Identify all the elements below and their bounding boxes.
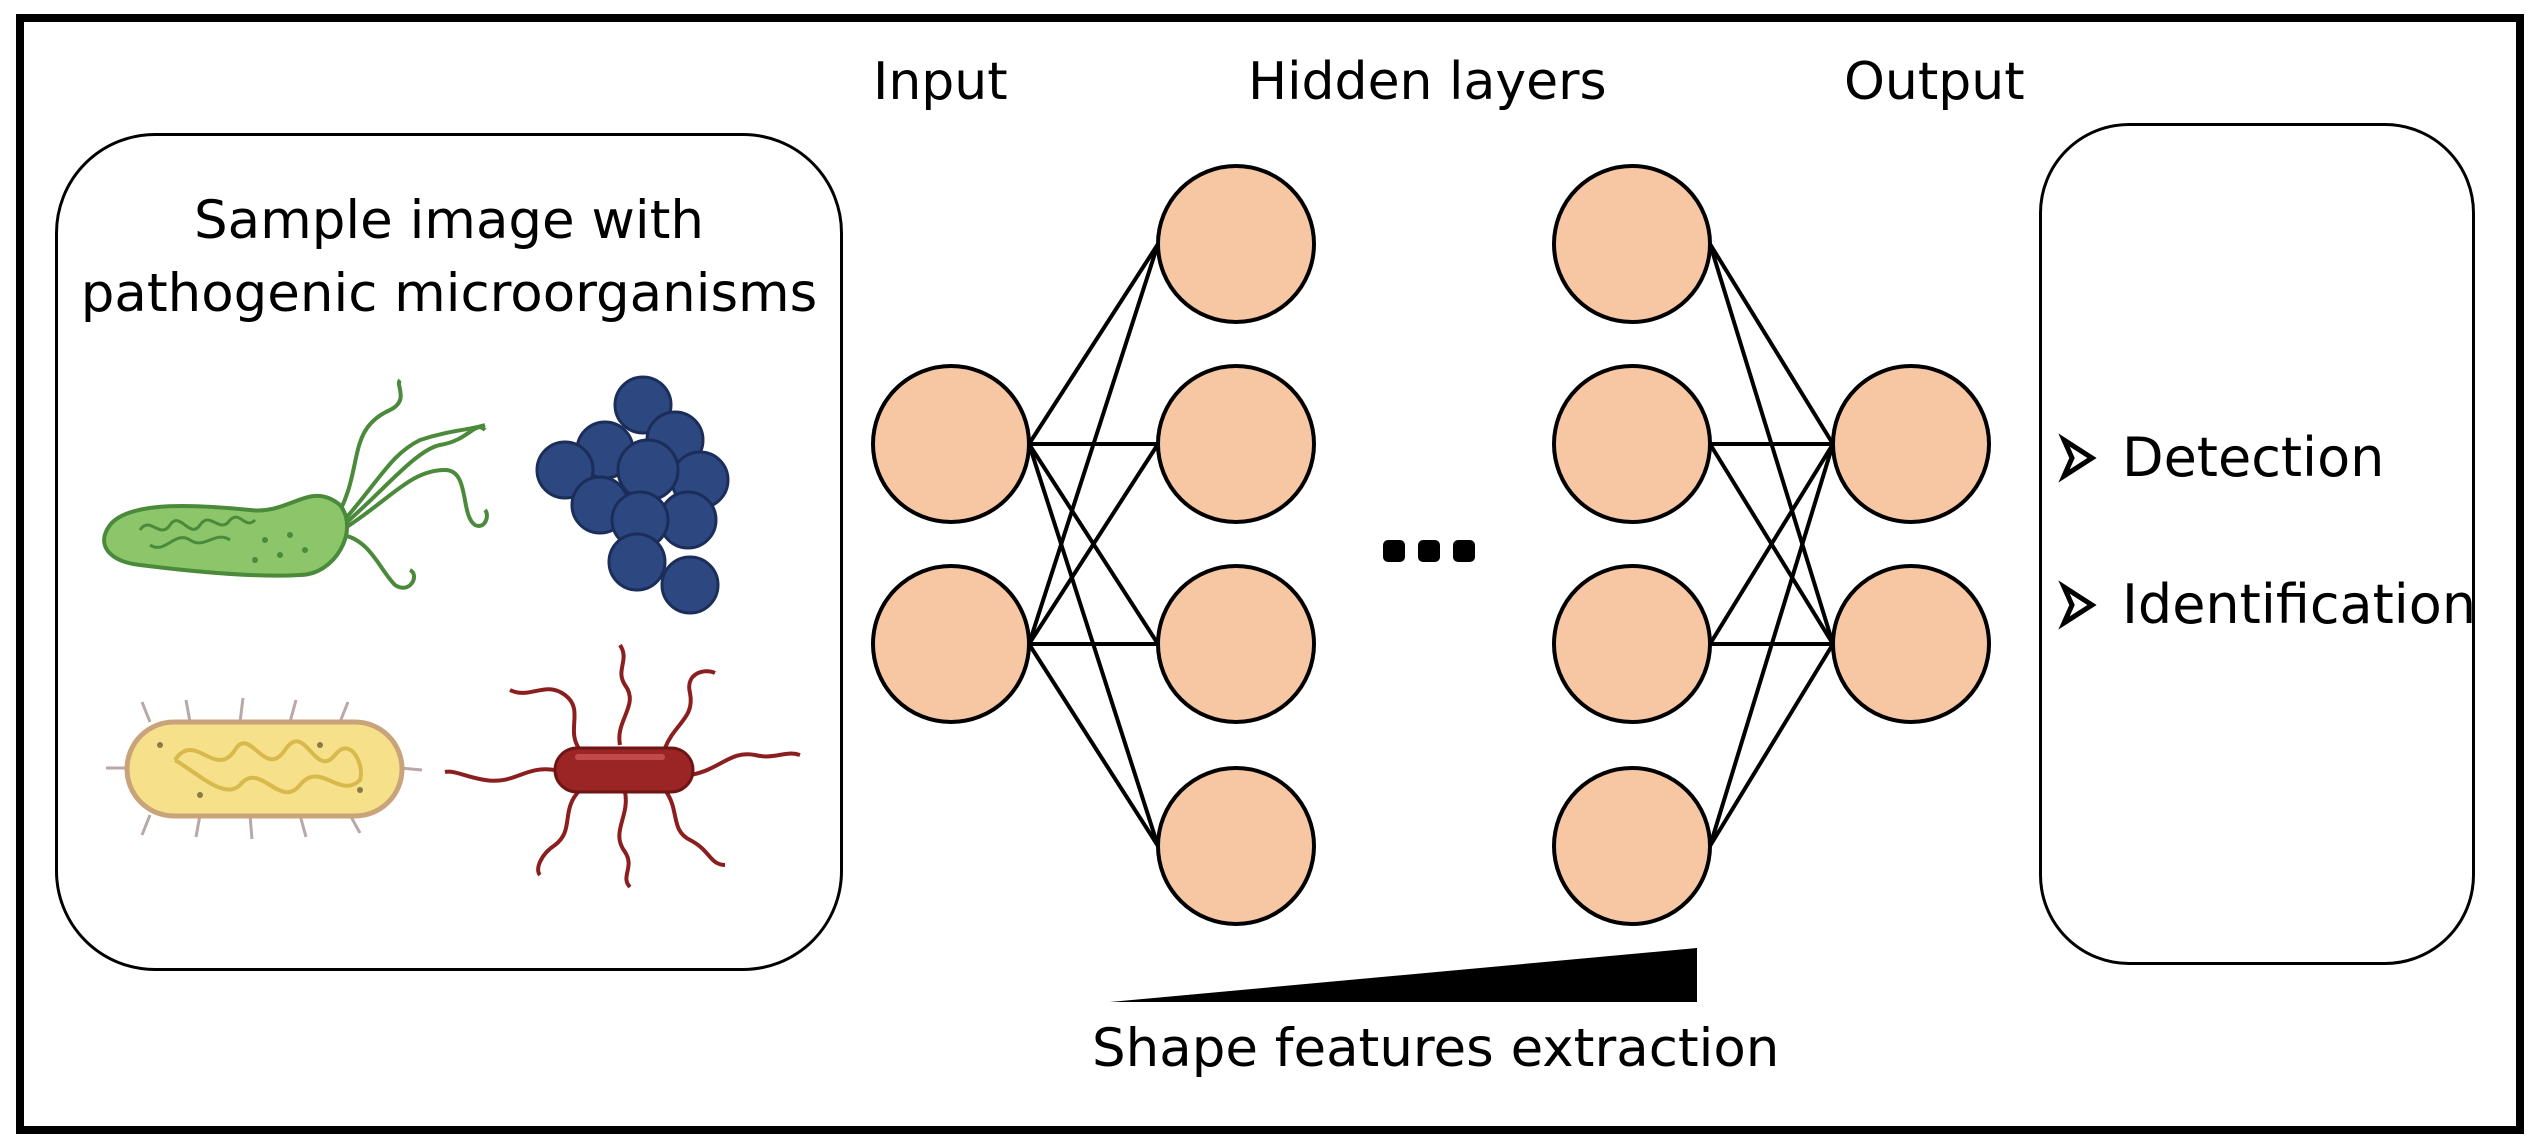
input-node	[871, 364, 1031, 524]
sample-title-line1: Sample image with	[194, 190, 704, 251]
hidden-first-node	[1156, 766, 1316, 926]
output-node	[1831, 364, 1991, 524]
peritrichous-rod-icon	[444, 643, 801, 889]
hidden-first-node	[1156, 364, 1316, 524]
sample-title-line2: pathogenic microorganisms	[80, 263, 818, 324]
hidden-first-node	[1156, 164, 1316, 324]
sample-image-panel: Sample image with pathogenic microorgani…	[55, 133, 843, 971]
hidden-layers-title: Hidden layers	[1248, 52, 1607, 112]
input-node	[871, 564, 1031, 724]
hidden-last-node	[1552, 766, 1712, 926]
input-hidden-edge	[1027, 442, 1160, 646]
input-hidden-edge	[1027, 243, 1160, 645]
flagellated-bacterium-icon	[102, 378, 489, 590]
output-item-detection: Detection	[2122, 426, 2385, 489]
hidden-last-node	[1552, 164, 1712, 324]
hidden-output-edge	[1708, 442, 1835, 646]
network-edges	[1027, 242, 1835, 848]
arrowhead-bullet-icon	[2058, 580, 2097, 630]
hidden-output-edge	[1708, 642, 1835, 848]
network-nodes	[871, 164, 1991, 926]
output-item-identification: Identification	[2122, 573, 2477, 636]
feature-extraction-label: Shape features extraction	[1092, 1018, 1780, 1079]
hidden-output-edge	[1708, 443, 1835, 847]
hidden-first-node	[1156, 564, 1316, 724]
sample-panel-title: Sample image with pathogenic microorgani…	[58, 184, 840, 330]
input-hidden-edge	[1027, 242, 1160, 446]
arrowhead-bullet-icon	[2058, 433, 2097, 483]
output-panel: Detection Identification	[2039, 123, 2477, 965]
output-layer-title: Output	[1844, 52, 2025, 112]
hidden-output-edge	[1708, 242, 1835, 446]
hidden-last-node	[1552, 364, 1712, 524]
ellipsis-icon	[1383, 540, 1475, 562]
coccus-cluster-icon	[535, 375, 730, 615]
feature-wedge	[1110, 948, 1697, 1002]
input-hidden-edge	[1027, 642, 1160, 848]
bacillus-icon	[106, 697, 423, 840]
hidden-last-node	[1552, 564, 1712, 724]
output-node	[1831, 564, 1991, 724]
input-layer-title: Input	[873, 52, 1008, 112]
